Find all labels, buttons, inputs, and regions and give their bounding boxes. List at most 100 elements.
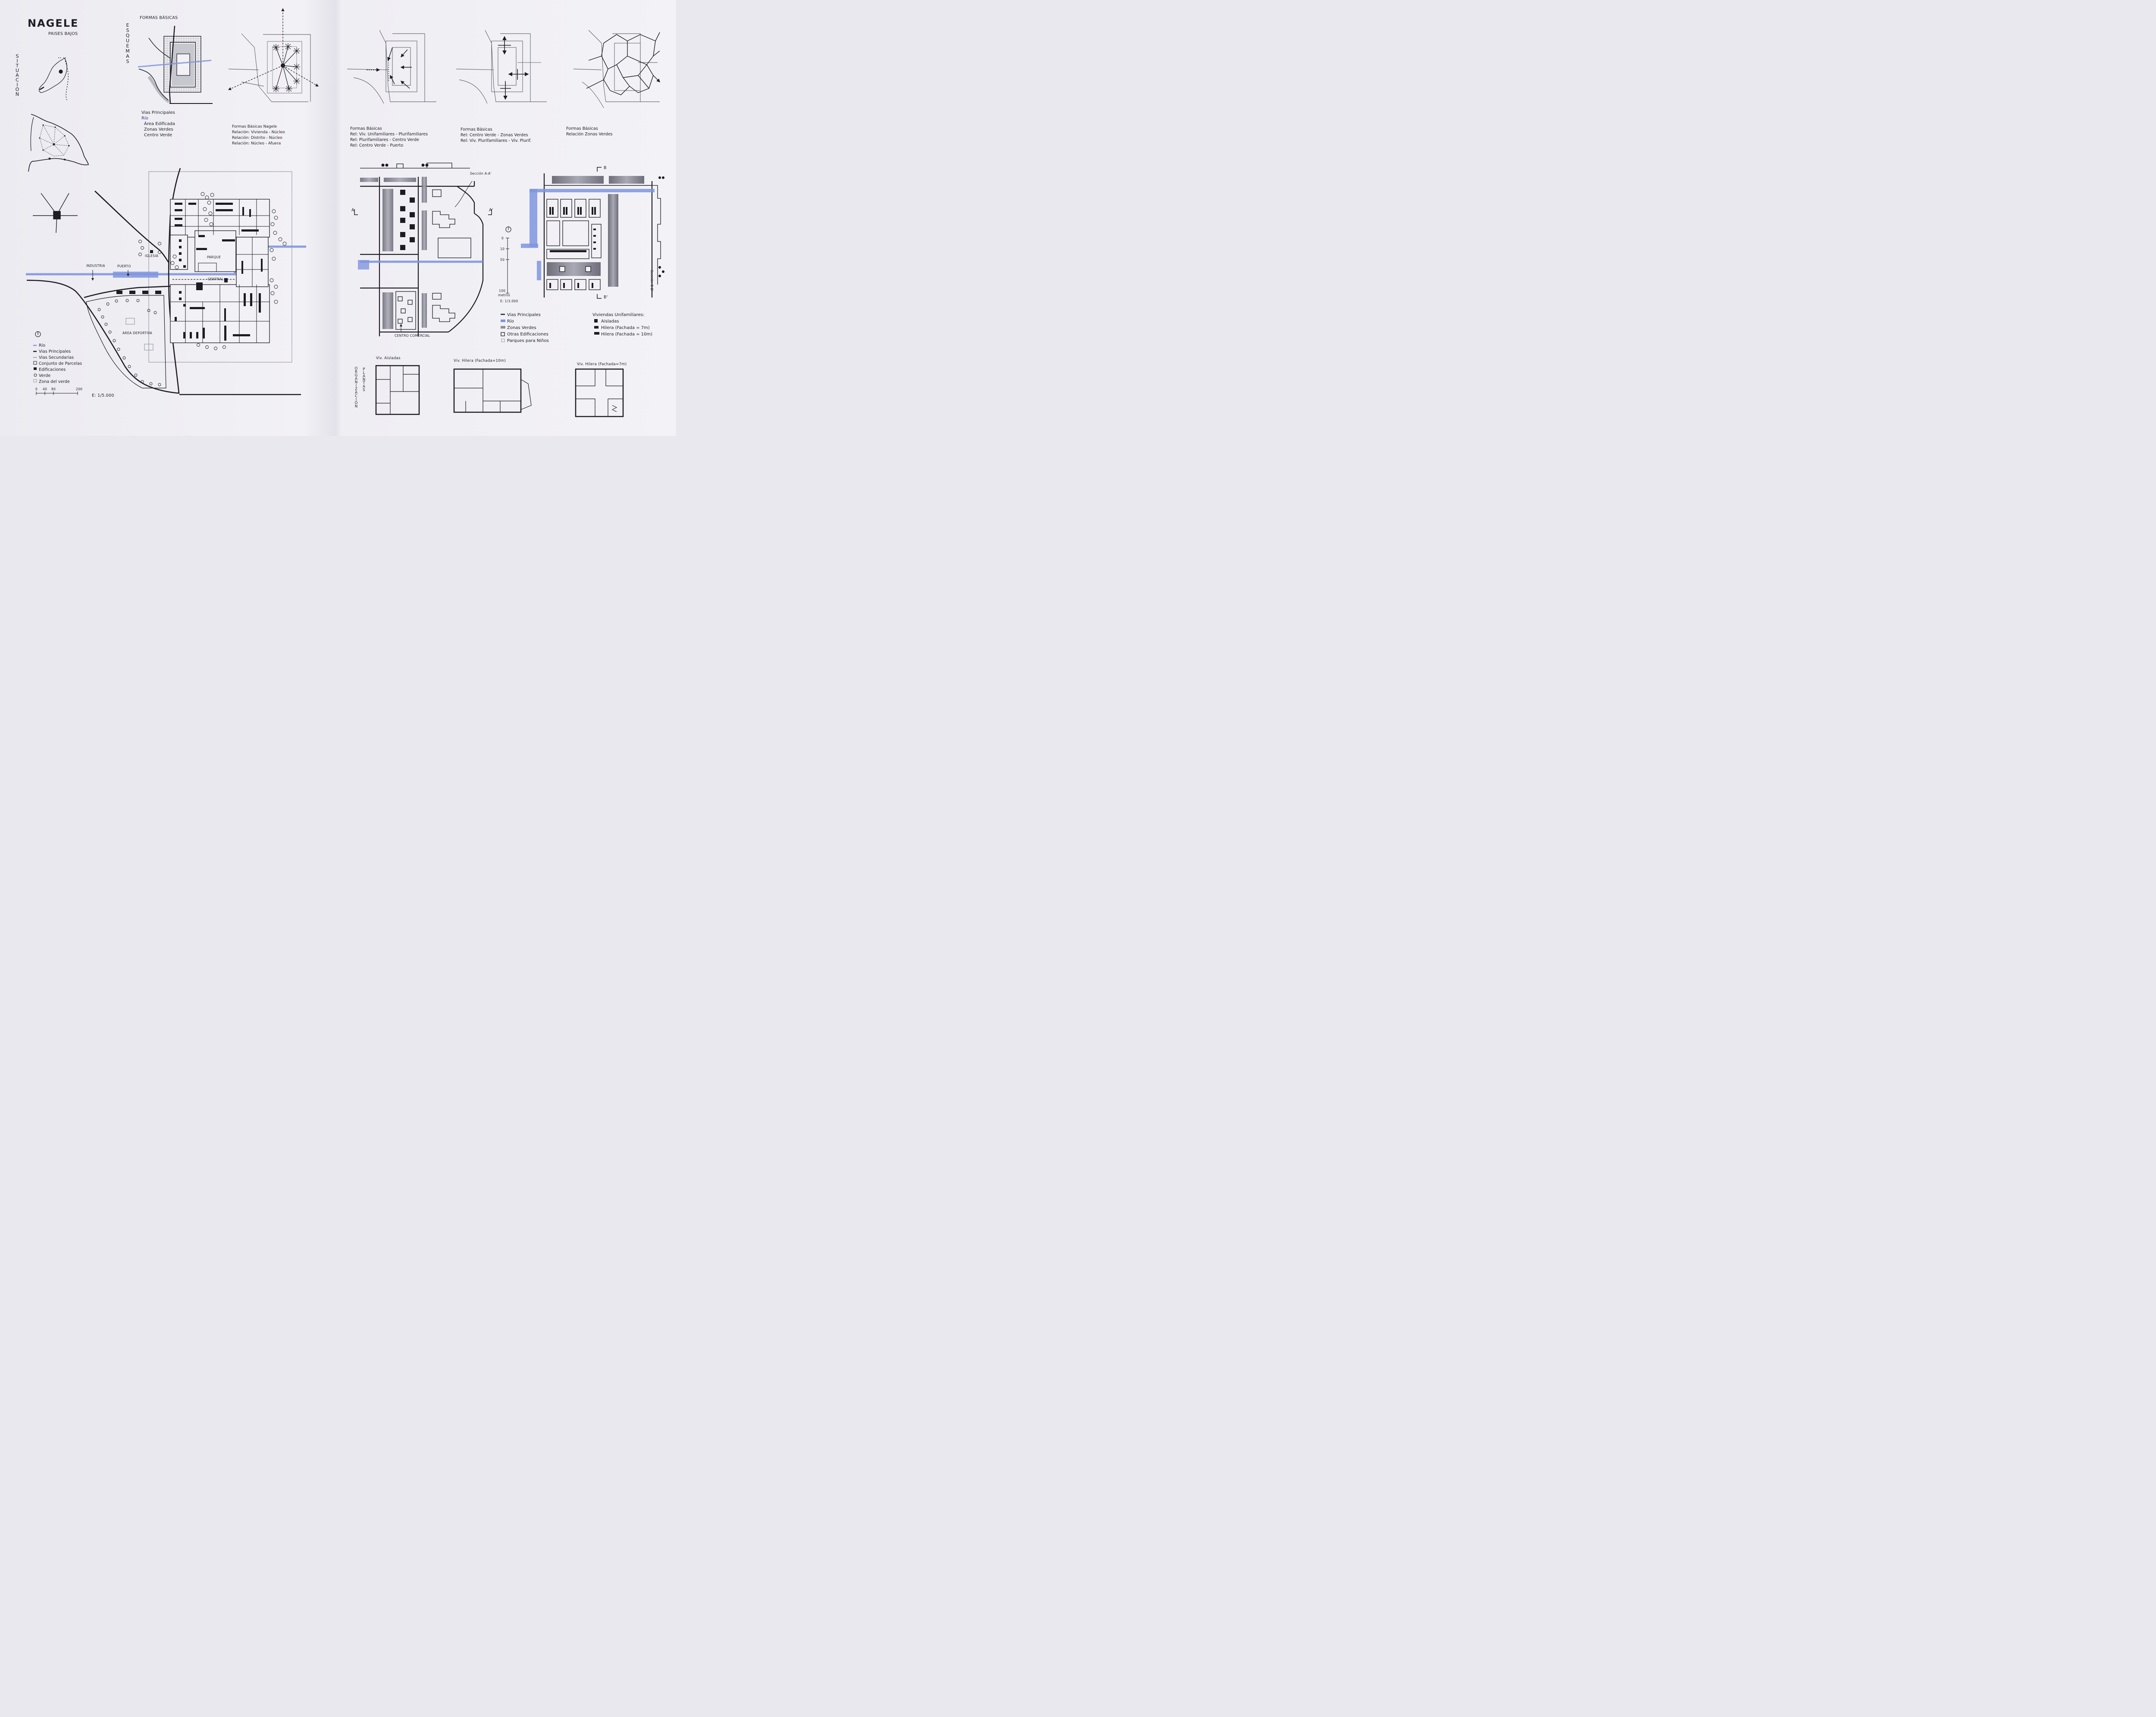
schema-zonas-verdes — [573, 30, 660, 108]
caption-line: Formas Básicas — [461, 127, 492, 132]
legend-item: Vias Principales — [39, 349, 71, 354]
housing-legend: Viviendas Unifamiliares: Aisladas Hilera… — [592, 312, 652, 338]
legend-item: Río — [39, 343, 46, 348]
star-icon — [273, 43, 300, 92]
marker-b-prime: B' — [604, 295, 608, 300]
esquemas-text: ESQUEMAS — [125, 22, 131, 64]
legend-item: Zona del verde — [39, 379, 70, 384]
road-junction-symbol — [33, 193, 78, 233]
schema-vivienda-nucleo — [228, 8, 319, 102]
legend-item: Vias Secundarias — [39, 355, 74, 360]
legend-item: Zonas Verdes — [507, 326, 536, 330]
detail-scale-text: E: 1/3.000 — [500, 299, 518, 303]
organizacion-text: ORGANIZACIÓN — [354, 367, 358, 408]
scale-tick: 40 — [43, 387, 47, 391]
caption-line: Relación: Vivienda - Núcleo — [232, 130, 285, 135]
legend-item: Vias Principales — [141, 110, 175, 115]
scale-tick: 100 — [499, 289, 506, 293]
formas-basicas-title: FORMAS BÁSICAS — [140, 16, 178, 20]
schema-unifamiliares-plurifamiliares — [347, 30, 436, 104]
label-iglesia: IGLESIA — [145, 254, 159, 258]
caption-line: Relación Zonas Verdes — [566, 132, 613, 137]
page-title: NAGELE — [28, 17, 79, 29]
label-central: CENTRAL — [208, 277, 224, 281]
section-bb-label: Sección B-B' — [650, 270, 654, 291]
esquemas-vertical-label: ESQUEMAS — [125, 22, 131, 64]
scale-tick: 10 — [500, 247, 505, 251]
schema-centro-verde — [456, 30, 547, 104]
marker-a: A — [351, 208, 354, 213]
legend-item: Parques para Niños — [507, 338, 549, 343]
legend-item: Hilera (Fachada = 10m) — [601, 332, 653, 337]
plantas-vertical-label: PLANTAS — [361, 367, 367, 392]
caption-line: Formas Básicas Nagele — [232, 125, 277, 129]
legend-item: Edificaciones — [39, 367, 66, 372]
caption-schema-2: Formas Básicas Rel: Viv. Unifamiliares -… — [350, 126, 428, 148]
legend-item: Aisladas — [601, 319, 619, 324]
settlement-network-diagram — [28, 114, 89, 172]
scale-unit: metros — [498, 293, 511, 297]
site-scale-text: E: 1/5.000 — [92, 393, 114, 398]
legend-title: Viviendas Unifamiliares: — [592, 313, 645, 317]
housing-plan — [521, 167, 664, 299]
legend-item: Área Edificada — [144, 122, 175, 126]
tree-icon — [97, 192, 287, 386]
drawing-artwork — [26, 8, 664, 417]
plan-title-hilera-10: Viv. Hilera (Fachada=10m) — [454, 359, 506, 363]
caption-line: Rel: Centro Verde - Zonas Verdes — [461, 133, 528, 138]
label-centro-comercial: CENTRO COMERCIAL — [395, 334, 430, 338]
caption-line: Rel: Viv. Plurifamiliares - Viv. Plurif. — [461, 138, 532, 143]
tree-icon — [381, 163, 429, 167]
legend-item: Zonas Verdes — [144, 127, 173, 132]
situacion-text: SITUACIÓN — [14, 53, 20, 96]
plan-title-aisladas: Viv. Aisladas — [376, 356, 401, 360]
label-puerto: PUERTO — [117, 264, 131, 268]
scale-tick: 0 — [35, 387, 38, 391]
section-aa-label: Sección A-A' — [470, 172, 492, 175]
caption-schema-1: Formas Básicas Nagele Relación: Vivienda… — [232, 124, 285, 147]
drawing-sheet: NAGELE PAISES BAJOS FORMAS BÁSICAS SITUA… — [0, 0, 676, 436]
caption-line: Relación: Núcleo - Afuera — [232, 141, 281, 146]
detail-plan — [354, 163, 511, 336]
formas-basicas-diagram — [138, 25, 213, 104]
scale-tick: 80 — [51, 387, 56, 391]
caption-line: Rel: Viv. Unifamiliares - Plurifamiliare… — [350, 132, 428, 137]
legend-item: Centro Verde — [144, 133, 172, 138]
label-parque: PARQUE — [207, 255, 221, 259]
tree-icon — [658, 176, 664, 277]
marker-a-prime: A' — [489, 208, 493, 213]
floor-plans — [375, 365, 624, 417]
legend-item: Otras Edificaciones — [507, 332, 548, 337]
caption-schema-3: Formas Básicas Rel: Centro Verde - Zonas… — [461, 127, 531, 144]
caption-line: Rel: Plurifamiliares - Centro Verde — [350, 138, 419, 142]
legend-item: Hilera (Fachada = 7m) — [601, 326, 650, 330]
legend-item: Conjunto de Parcelas — [39, 361, 82, 366]
formas-legend: Vias Principales Río Área Edificada Zona… — [136, 110, 175, 138]
organizacion-vertical-label: ORGANIZACIÓN — [354, 367, 359, 408]
situacion-vertical-label: SITUACIÓN — [14, 53, 20, 96]
site-plan — [26, 168, 306, 395]
page-subtitle: PAISES BAJOS — [48, 31, 78, 36]
caption-line: Formas Básicas — [566, 126, 598, 131]
detail-legend-swatches — [501, 313, 599, 342]
scale-tick: 50 — [500, 258, 505, 262]
scale-tick: 200 — [76, 387, 83, 391]
label-industria: INDUSTRIA — [86, 264, 105, 268]
legend-item: Río — [507, 319, 514, 324]
plantas-text: PLANTAS — [362, 367, 366, 392]
caption-line: Rel: Centro Verde - Puerto — [350, 143, 404, 148]
legend-item: Vias Principales — [507, 313, 541, 317]
situation-map — [38, 57, 69, 100]
caption-line: Formas Básicas — [350, 126, 382, 131]
detail-legend: Vias Principales Río Zonas Verdes Otras … — [507, 312, 549, 344]
site-legend: Río Vias Principales Vias Secundarias Co… — [39, 343, 82, 385]
plan-title-hilera-7: Viv. Hilera (Fachada=7m) — [577, 362, 627, 367]
legend-item: Verde — [39, 373, 51, 378]
label-area-deportiva: AREA DEPORTIVA — [122, 331, 152, 335]
marker-b: B — [604, 166, 607, 170]
legend-item: Río — [141, 116, 148, 121]
caption-line: Relación: Distrito - Núcleo — [232, 136, 282, 140]
caption-schema-4: Formas Básicas Relación Zonas Verdes — [566, 126, 613, 137]
scale-tick: 0 — [501, 236, 504, 240]
site-legend-swatches — [33, 331, 78, 395]
